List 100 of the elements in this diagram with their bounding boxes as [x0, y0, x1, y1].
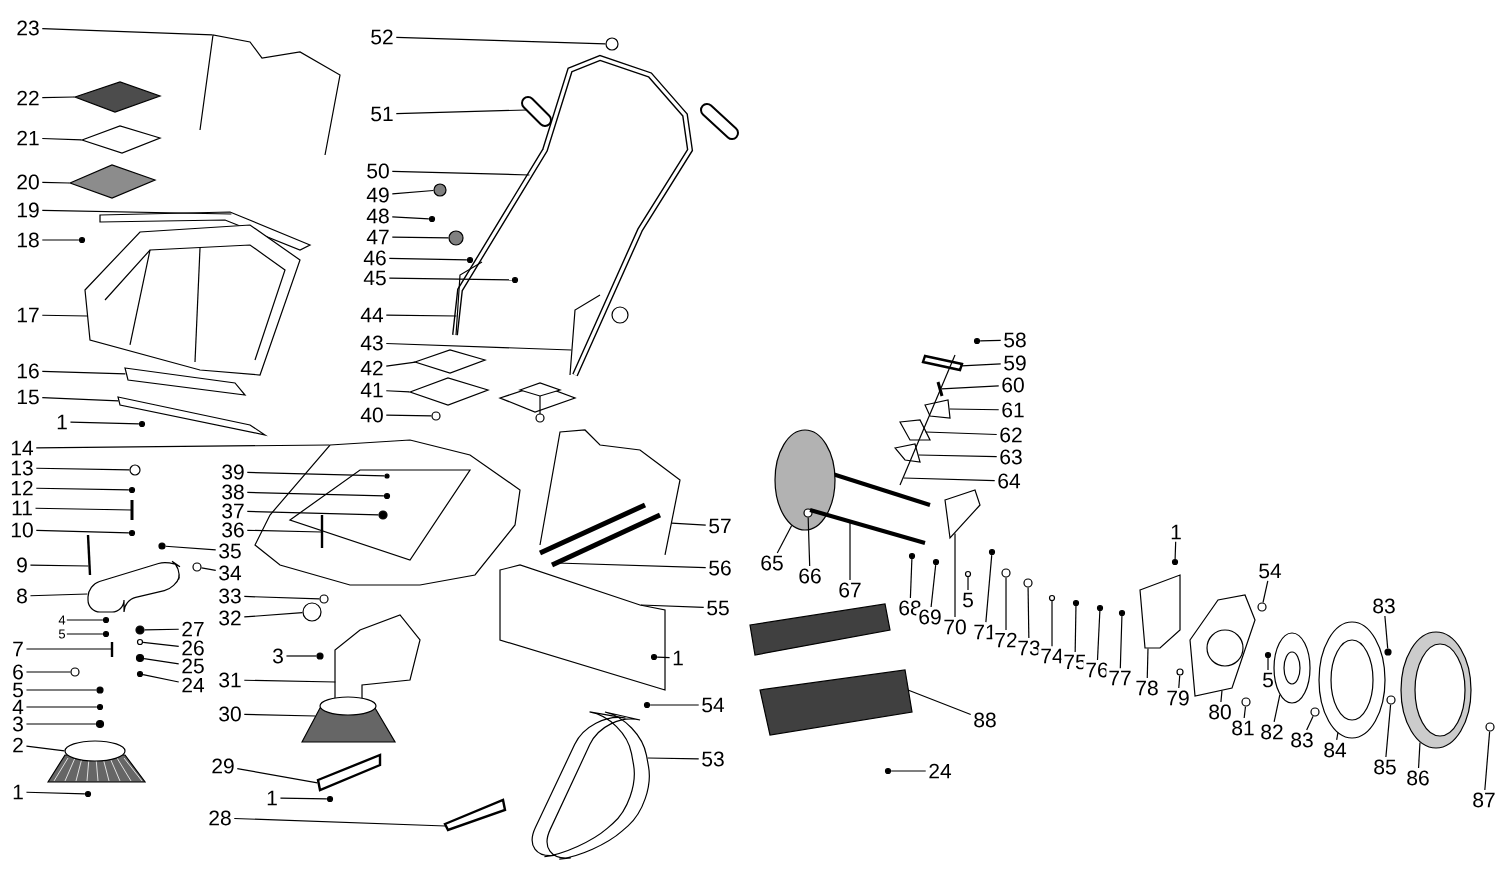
shaft: [899, 354, 956, 486]
callout-number: 29: [209, 756, 237, 776]
leader-line: [391, 170, 530, 176]
callout-number: 46: [361, 248, 389, 268]
leader-line: [236, 767, 318, 784]
cover-plate: [1139, 574, 1181, 649]
leader-line: [961, 363, 1002, 367]
nut: [129, 464, 141, 476]
leader-line: [29, 593, 88, 597]
callout-number: 21: [14, 128, 42, 148]
leader-line: [142, 674, 180, 683]
screw: [1072, 599, 1080, 607]
screw: [1384, 648, 1392, 656]
callout-number: 4: [57, 614, 67, 626]
screw: [1171, 558, 1179, 566]
screw: [102, 630, 110, 638]
axle: [809, 508, 926, 545]
leader-line: [1262, 580, 1269, 604]
leader-line: [66, 633, 104, 635]
screw: [988, 548, 996, 556]
screw: [96, 686, 104, 694]
leader-line: [647, 757, 700, 760]
callout-number: 41: [358, 380, 386, 400]
leader-line: [279, 797, 328, 800]
callout-number: 17: [14, 305, 42, 325]
leader-line: [243, 612, 304, 618]
screw: [932, 558, 940, 566]
rod: [550, 512, 662, 568]
knob: [433, 183, 447, 197]
callout-number: 26: [179, 638, 207, 658]
strip: [99, 211, 312, 251]
leader-line: [1096, 610, 1101, 661]
leader-line: [246, 529, 322, 533]
callout-number: 11: [9, 498, 35, 518]
leader-line: [776, 525, 793, 554]
callout-number: 20: [14, 172, 42, 192]
callout-number: 9: [14, 555, 30, 575]
callout-number: 51: [368, 104, 396, 124]
leader-line: [918, 454, 998, 458]
pin: [110, 642, 114, 657]
callout-number: 40: [358, 405, 386, 425]
washer: [1386, 695, 1396, 705]
leader-line: [930, 564, 937, 608]
leader-line: [385, 314, 457, 317]
callout-number: 32: [216, 608, 244, 628]
callout-number: 44: [358, 305, 386, 325]
callout-number: 5: [57, 628, 67, 640]
leader-line: [25, 745, 65, 752]
leader-line: [385, 342, 572, 351]
callout-number: 1: [1168, 522, 1184, 542]
leader-line: [1484, 731, 1491, 791]
screw: [884, 767, 892, 775]
callout-number: 22: [14, 88, 42, 108]
callout-number: 60: [999, 375, 1027, 395]
brush-housing: [334, 614, 421, 701]
leader-line: [25, 648, 112, 650]
leader-line: [66, 619, 104, 621]
leader-line: [144, 628, 180, 631]
callout-number: 79: [1164, 688, 1192, 708]
strip: [316, 753, 382, 792]
washer-stack: [319, 594, 329, 604]
strip: [117, 396, 268, 437]
leader-line: [967, 576, 969, 591]
washer: [1241, 697, 1251, 707]
brush-arm: [87, 560, 181, 613]
leader-line: [925, 431, 998, 436]
washer: [1048, 594, 1056, 602]
screw: [643, 701, 651, 709]
callout-number: 65: [758, 553, 786, 573]
callout-number: 27: [179, 619, 207, 639]
leader-line: [142, 641, 180, 647]
leader-line: [41, 181, 70, 184]
leader-line: [979, 339, 1002, 342]
caster-wheel: [302, 602, 322, 622]
callout-number: 56: [706, 558, 734, 578]
leader-line: [1005, 577, 1007, 631]
washer: [1257, 602, 1267, 612]
callout-number: 35: [216, 541, 244, 561]
leader-line: [285, 655, 317, 657]
leader-line: [807, 517, 811, 567]
callout-number: 66: [796, 566, 824, 586]
leader-line: [1178, 675, 1181, 689]
callout-number: 53: [699, 749, 727, 769]
nut: [135, 653, 145, 663]
leader-line: [200, 567, 217, 571]
pin: [192, 562, 202, 572]
callout-number: 62: [997, 425, 1025, 445]
leader-line: [41, 314, 88, 317]
callout-number: 61: [999, 400, 1027, 420]
leader-line: [165, 545, 217, 551]
leader-line: [25, 671, 71, 673]
leader-line: [143, 658, 180, 665]
drive-belts: [531, 711, 650, 860]
callout-number: 45: [361, 268, 389, 288]
screw: [973, 337, 981, 345]
leader-line: [385, 390, 410, 393]
callout-number: 82: [1258, 722, 1286, 742]
callout-number: 19: [14, 200, 42, 220]
callout-number: 12: [8, 478, 36, 498]
callout-number: 30: [216, 704, 244, 724]
